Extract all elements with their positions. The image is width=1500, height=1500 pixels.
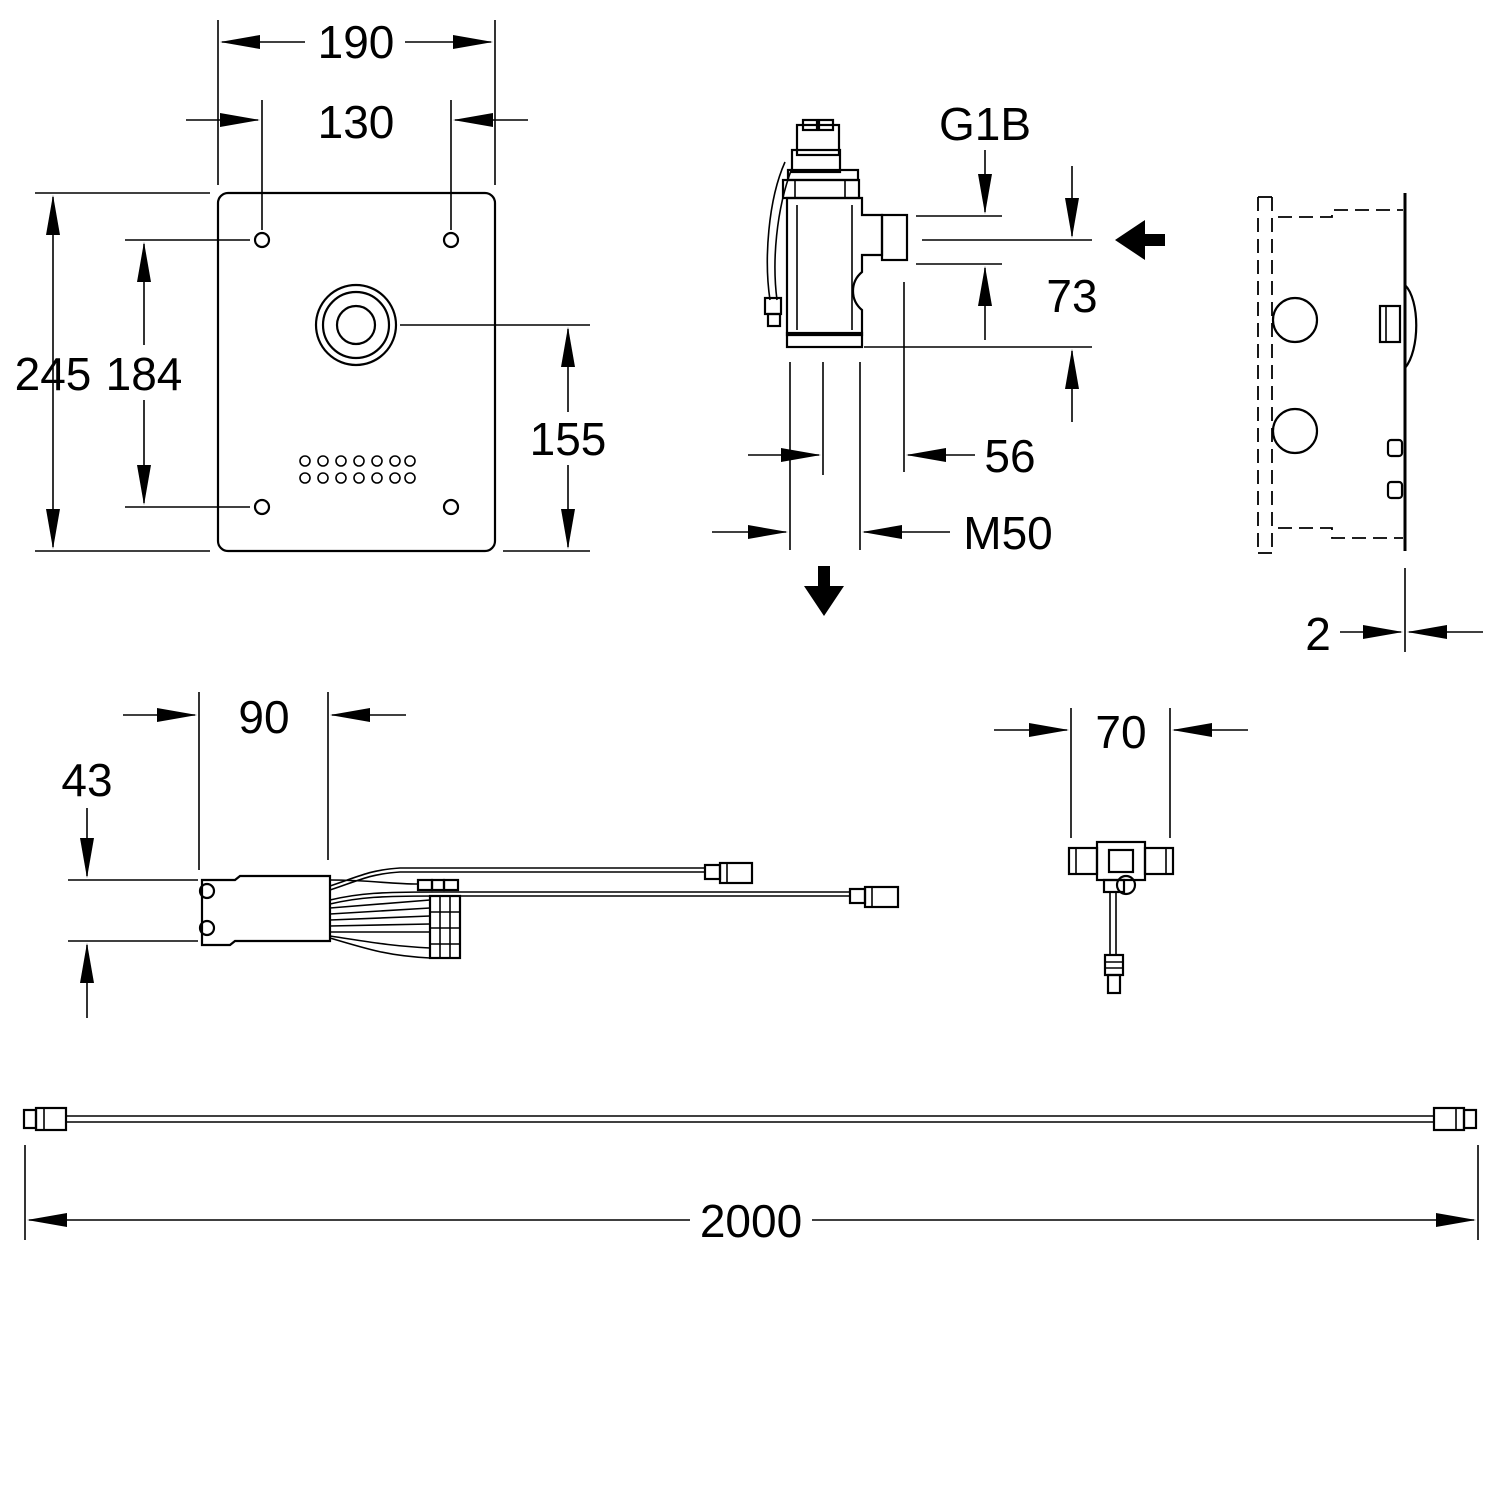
dim-plate-thickness: 2 xyxy=(1305,608,1331,660)
connection-cable-view: 2000 xyxy=(22,1106,1479,1247)
dim-cable-length: 2000 xyxy=(700,1195,802,1247)
sensor-dot-grid xyxy=(299,455,416,484)
dim-hole-spacing-v: 184 xyxy=(106,348,183,400)
dim-outlet-offset: 56 xyxy=(984,430,1035,482)
cover-plate-front-view: 190 130 245 184 155 xyxy=(15,16,607,553)
dim-module-height: 43 xyxy=(61,754,112,806)
flush-valve-side-view: G1B 73 56 M50 xyxy=(712,98,1165,616)
dim-connection-thread: G1B xyxy=(939,98,1031,150)
dim-module-width: 90 xyxy=(238,691,289,743)
dim-center-height: 155 xyxy=(530,413,607,465)
dim-valve-width: 70 xyxy=(1095,706,1146,758)
dim-outlet-thread: M50 xyxy=(963,507,1052,559)
dim-body-height: 73 xyxy=(1046,270,1097,322)
solenoid-valve-view: 70 xyxy=(994,706,1248,995)
electronic-module-view: 90 43 xyxy=(61,691,900,1018)
mounting-plate-side-view: 2 xyxy=(1257,193,1483,660)
dim-hole-spacing-h: 130 xyxy=(318,96,395,148)
dim-cover-width: 190 xyxy=(318,16,395,68)
dim-cover-height: 245 xyxy=(15,348,92,400)
